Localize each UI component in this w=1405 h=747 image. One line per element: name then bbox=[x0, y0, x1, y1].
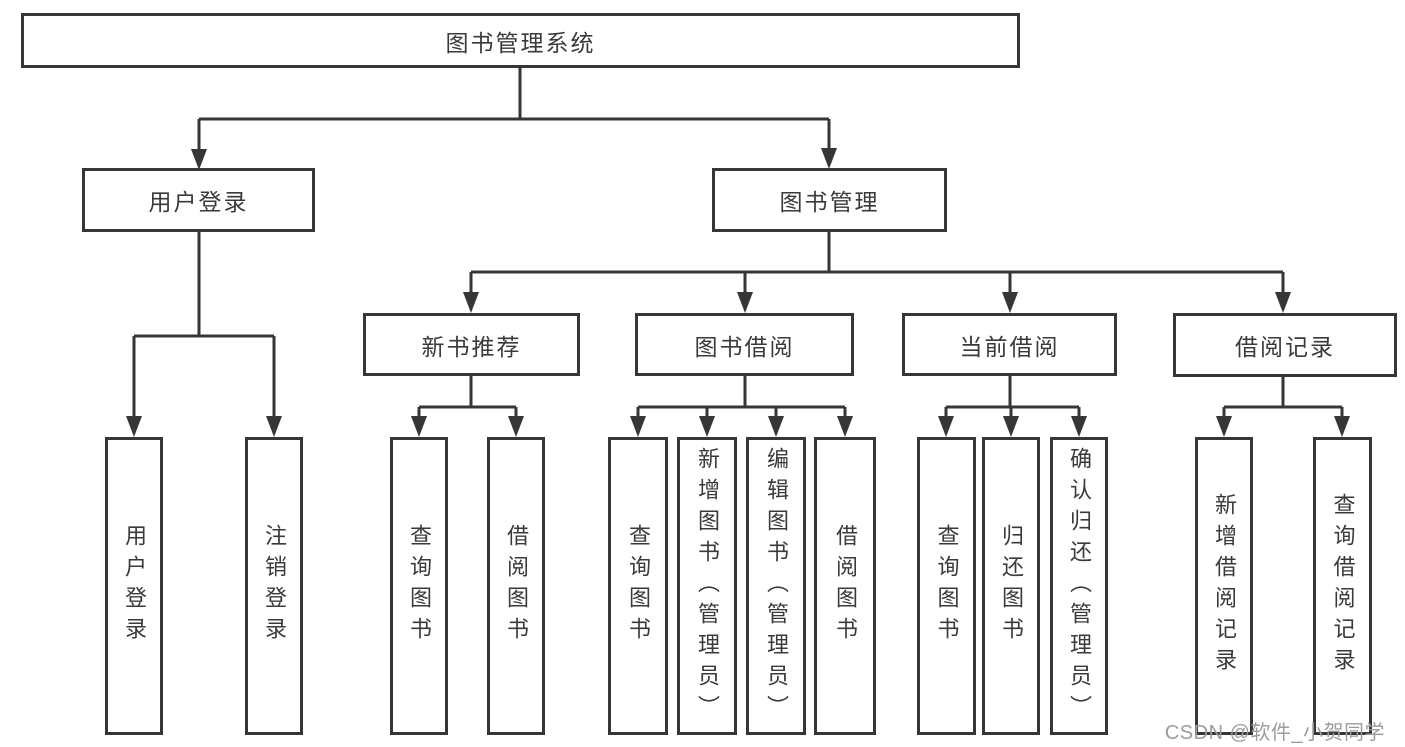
node-label: 用户登录 bbox=[122, 524, 147, 648]
node-records-query-record: 查询借阅记录 bbox=[1313, 437, 1372, 735]
arrow-down-icon bbox=[508, 416, 524, 437]
arrow-down-icon bbox=[411, 416, 427, 437]
arrow-down-icon bbox=[821, 148, 837, 169]
node-label: 查询图书 bbox=[407, 524, 432, 648]
arrow-down-icon bbox=[191, 149, 207, 170]
arrow-down-icon bbox=[837, 416, 853, 437]
node-logout: 注销登录 bbox=[245, 437, 303, 735]
node-current-query-book: 查询图书 bbox=[917, 437, 976, 735]
arrow-down-icon bbox=[1216, 416, 1232, 437]
arrow-down-icon bbox=[630, 416, 646, 437]
connector-management bbox=[469, 228, 1285, 296]
arrow-down-icon bbox=[1334, 416, 1350, 437]
arrowheads bbox=[126, 148, 1350, 437]
connector-login bbox=[132, 228, 276, 420]
node-label: 借阅图书 bbox=[504, 524, 529, 648]
node-borrow-borrow-book: 借阅图书 bbox=[814, 437, 876, 735]
node-label: 图书借阅 bbox=[694, 333, 795, 360]
node-borrow-add-book-admin: 新增图书（管理员） bbox=[677, 437, 737, 735]
connector-current bbox=[944, 372, 1081, 420]
arrow-down-icon bbox=[737, 292, 753, 313]
arrow-down-icon bbox=[768, 416, 784, 437]
connector-lines bbox=[132, 60, 1344, 420]
arrow-down-icon bbox=[266, 416, 282, 437]
connector-borrow bbox=[636, 372, 847, 420]
node-borrow-edit-book-admin: 编辑图书（管理员） bbox=[746, 437, 806, 735]
node-label: 新增图书（管理员） bbox=[695, 446, 720, 726]
node-borrow-query-book: 查询图书 bbox=[608, 437, 668, 735]
node-label: 查询图书 bbox=[626, 524, 651, 648]
node-root: 图书管理系统 bbox=[21, 13, 1020, 68]
node-current-borrow: 当前借阅 bbox=[902, 313, 1117, 376]
node-label: 注销登录 bbox=[262, 524, 287, 648]
node-label: 确认归还（管理员） bbox=[1067, 446, 1092, 726]
connector-root bbox=[197, 60, 831, 152]
node-new-book-recommend: 新书推荐 bbox=[363, 313, 580, 376]
connector-recommend bbox=[417, 372, 518, 420]
node-label: 用户登录 bbox=[148, 189, 249, 215]
node-records-add-record: 新增借阅记录 bbox=[1195, 437, 1253, 735]
node-user-login-branch: 用户登录 bbox=[82, 168, 315, 232]
csdn-watermark: CSDN @软件_小贺同学 bbox=[1164, 722, 1385, 744]
connector-records bbox=[1222, 372, 1344, 420]
node-label: 当前借阅 bbox=[959, 333, 1060, 360]
node-label: 新增借阅记录 bbox=[1212, 493, 1237, 679]
node-label: 归还图书 bbox=[999, 524, 1024, 648]
node-user-login: 用户登录 bbox=[105, 437, 163, 735]
node-recommend-borrow-book: 借阅图书 bbox=[487, 437, 545, 735]
arrow-down-icon bbox=[938, 416, 954, 437]
node-book-borrow: 图书借阅 bbox=[635, 313, 854, 376]
arrow-down-icon bbox=[1275, 292, 1291, 313]
arrow-down-icon bbox=[1002, 292, 1018, 313]
node-book-management: 图书管理 bbox=[712, 168, 947, 232]
node-label: 图书管理 bbox=[779, 189, 880, 215]
node-label: 编辑图书（管理员） bbox=[764, 446, 789, 726]
node-label: 借阅图书 bbox=[833, 524, 858, 648]
node-label: 新书推荐 bbox=[421, 333, 522, 360]
node-label: 查询借阅记录 bbox=[1330, 493, 1356, 679]
node-current-return-book: 归还图书 bbox=[982, 437, 1040, 735]
node-borrow-records: 借阅记录 bbox=[1173, 313, 1397, 377]
arrow-down-icon bbox=[463, 292, 479, 313]
node-label: 借阅记录 bbox=[1235, 334, 1335, 360]
node-label: 查询图书 bbox=[934, 524, 960, 648]
node-recommend-query-book: 查询图书 bbox=[390, 437, 448, 735]
arrow-down-icon bbox=[1071, 416, 1087, 437]
node-current-confirm-return-admin: 确认归还（管理员） bbox=[1050, 437, 1108, 735]
arrow-down-icon bbox=[699, 416, 715, 437]
arrow-down-icon bbox=[126, 416, 142, 437]
arrow-down-icon bbox=[1003, 416, 1019, 437]
node-root-label: 图书管理系统 bbox=[445, 29, 596, 56]
